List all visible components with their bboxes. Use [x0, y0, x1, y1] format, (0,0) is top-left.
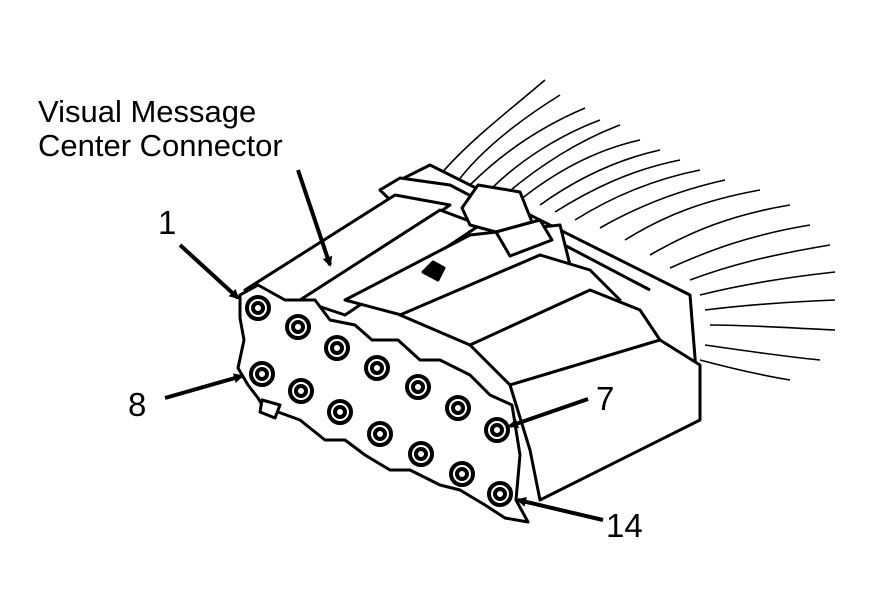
arrow-pin-8: [164, 373, 244, 400]
pin-label-7: 7: [596, 380, 615, 417]
pin-label-8: 8: [128, 386, 147, 423]
arrow-pin-1: [178, 243, 240, 300]
arrow-pin-7: [508, 397, 589, 429]
connector-title-line2: Center Connector: [38, 128, 283, 163]
arrow-connector: [296, 169, 333, 267]
wire-harness: [439, 79, 836, 381]
pin-label-14: 14: [606, 507, 643, 544]
pin-label-1: 1: [158, 204, 177, 241]
arrow-pin-14: [516, 496, 604, 522]
callout-arrows: [164, 169, 604, 522]
connector-title-line1: Visual Message: [38, 94, 257, 129]
pin-cavities: [245, 295, 513, 507]
